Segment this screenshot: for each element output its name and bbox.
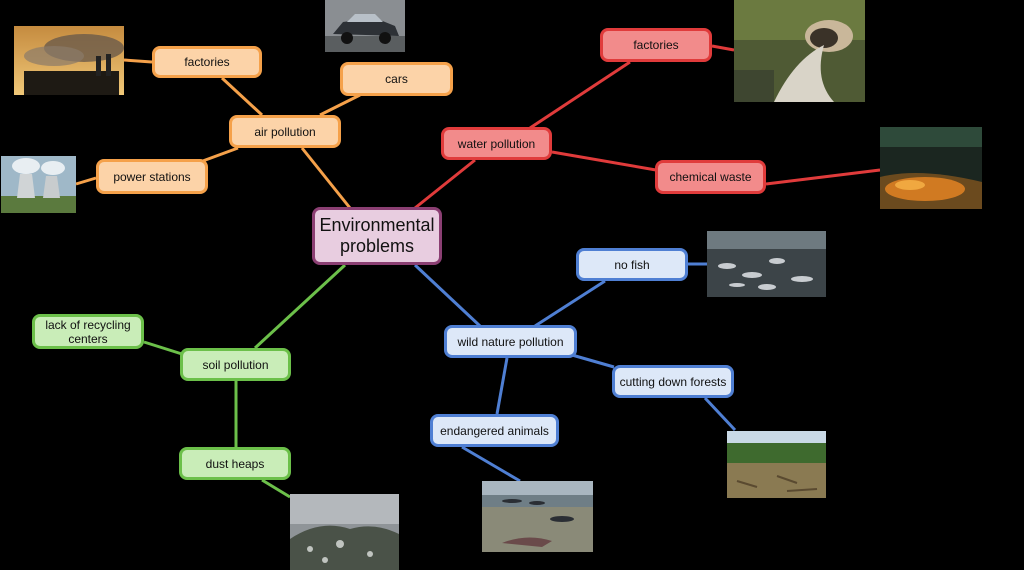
edge-soil-recycling: [143, 340, 183, 356]
center-label-line2: problems: [339, 236, 415, 256]
node-water-factories[interactable]: factories: [600, 28, 712, 62]
car-photo: [325, 0, 405, 52]
edge-center-air: [300, 147, 352, 209]
node-endangered-animals[interactable]: endangered animals: [430, 414, 559, 447]
power-station-photo: [1, 156, 76, 213]
recycling-label-line2: centers: [68, 331, 108, 346]
edge-factories-w-img: [711, 44, 735, 52]
node-dust-heaps[interactable]: dust heaps: [179, 447, 291, 480]
node-lack-of-recycling[interactable]: lack of recycling centers: [32, 314, 144, 349]
center-node[interactable]: Environmental problems: [312, 207, 442, 265]
node-chemical-waste[interactable]: chemical waste: [655, 160, 766, 194]
node-no-fish[interactable]: no fish: [576, 248, 688, 281]
center-label-line1: Environmental: [319, 215, 435, 235]
node-soil-pollution[interactable]: soil pollution: [180, 348, 291, 381]
edge-water-chemical: [551, 150, 657, 172]
sewage-pipe-photo: [734, 0, 865, 102]
edge-air-factories: [220, 76, 264, 117]
edge-wild-endangered: [495, 357, 509, 415]
node-air-pollution[interactable]: air pollution: [229, 115, 341, 148]
edge-wild-forests: [571, 353, 615, 369]
edge-power-img: [75, 176, 97, 186]
smokestack-factories-photo: [14, 26, 124, 95]
edge-air-cars: [319, 93, 361, 117]
stranded-whales-photo: [482, 481, 593, 552]
edge-center-wild: [413, 263, 482, 328]
edge-chemical-img: [765, 168, 881, 186]
node-power-stations[interactable]: power stations: [96, 159, 208, 194]
cut-forest-photo: [727, 431, 826, 498]
edge-endangered-img: [461, 445, 521, 483]
dead-fish-photo: [707, 231, 826, 297]
edge-dust-img: [261, 478, 291, 499]
node-wild-nature-pollution[interactable]: wild nature pollution: [444, 325, 577, 358]
garbage-heap-photo: [290, 494, 399, 570]
edge-forests-img: [703, 396, 737, 432]
edge-wild-fish: [534, 279, 606, 328]
edge-factories-img: [123, 58, 153, 64]
node-air-factories[interactable]: factories: [152, 46, 262, 78]
chemical-waste-photo: [880, 127, 982, 209]
recycling-label-line1: lack of recycling: [45, 317, 131, 332]
edge-water-factories: [529, 60, 631, 130]
node-cutting-forests[interactable]: cutting down forests: [612, 365, 734, 398]
node-water-pollution[interactable]: water pollution: [441, 127, 552, 160]
edge-air-power: [199, 146, 239, 164]
edge-center-soil: [253, 263, 347, 350]
node-cars[interactable]: cars: [340, 62, 453, 96]
edge-center-water: [414, 158, 476, 210]
